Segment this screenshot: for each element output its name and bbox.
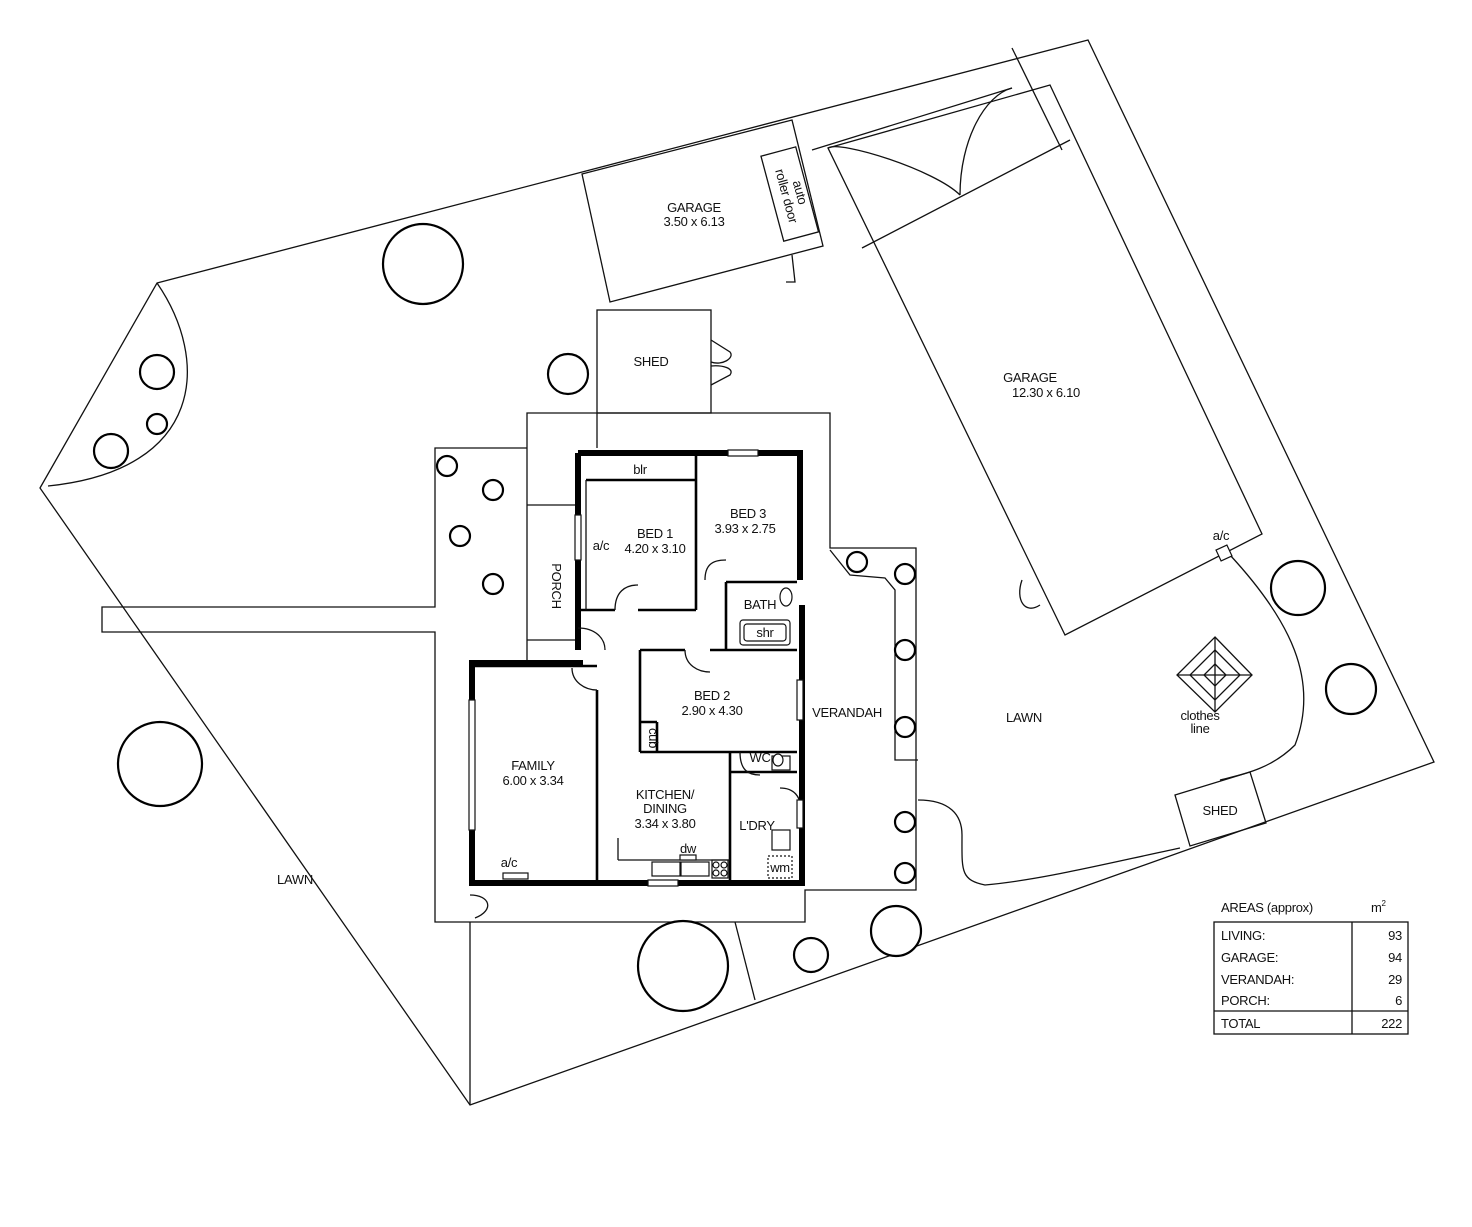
areas-row-label: GARAGE:: [1221, 950, 1278, 965]
tree-icon: [381, 222, 465, 306]
bed3-name: BED 3: [730, 506, 766, 521]
tree-icon: [893, 861, 917, 885]
clothes-line-line2: line: [1190, 721, 1209, 736]
house-wall: [578, 450, 803, 580]
shed-top: SHED: [596, 309, 732, 414]
tree-icon: [435, 454, 459, 478]
areas-row-label: VERANDAH:: [1221, 972, 1294, 987]
areas-row-value: 6: [1395, 993, 1402, 1008]
shed-right-label: SHED: [1203, 803, 1238, 818]
areas-total-label: TOTAL: [1221, 1016, 1260, 1031]
tree-icon: [1324, 662, 1378, 716]
ldry-label: L'DRY: [739, 818, 775, 833]
bed1-name: BED 1: [637, 526, 673, 541]
small-garage: GARAGE 3.50 x 6.13 auto roller door: [581, 119, 824, 303]
dw-label: dw: [680, 841, 697, 856]
garden-bed-arc: [47, 282, 188, 487]
lawn-path-curve: [917, 799, 1181, 886]
large-garage-ac: a/c: [1213, 528, 1230, 543]
areas-row-value: 94: [1388, 950, 1402, 965]
areas-title: AREAS (approx): [1221, 900, 1313, 915]
large-garage: GARAGE 12.30 x 6.10 a/c: [811, 47, 1263, 636]
lawn-right-label: LAWN: [1006, 710, 1042, 725]
property-boundary: [39, 39, 1435, 1106]
interior-walls: [580, 456, 797, 880]
bed1-ac: a/c: [593, 538, 610, 553]
kitchen-name2: DINING: [643, 801, 687, 816]
small-garage-size: 3.50 x 6.13: [663, 214, 724, 229]
tree-icon: [792, 936, 830, 974]
clothes-line: clothes line: [1176, 636, 1253, 736]
tree-icon: [636, 919, 730, 1013]
areas-total-value: 222: [1381, 1016, 1402, 1031]
tree-icon: [481, 572, 505, 596]
family-name: FAMILY: [511, 758, 555, 773]
fixtures: [502, 480, 793, 880]
tree-icon: [845, 550, 869, 574]
bed3-size: 3.93 x 2.75: [714, 521, 775, 536]
bed2-name: BED 2: [694, 688, 730, 703]
tree-icon: [893, 562, 917, 586]
tree-icon: [116, 720, 204, 808]
tree-icon: [893, 810, 917, 834]
large-garage-name: GARAGE: [1003, 370, 1057, 385]
small-garage-name: GARAGE: [667, 200, 721, 215]
tree-icon: [893, 638, 917, 662]
wc-label: WC: [749, 750, 770, 765]
tree-icon: [893, 715, 917, 739]
kitchen-size: 3.34 x 3.80: [634, 816, 695, 831]
lawn-left-label: LAWN: [277, 872, 313, 887]
tree-icon: [869, 904, 923, 958]
tree-icon: [92, 432, 130, 470]
verandah-inner-path: [829, 549, 918, 761]
areas-unit: m2: [1371, 899, 1387, 915]
areas-row-label: PORCH:: [1221, 993, 1270, 1008]
family-ac: a/c: [501, 855, 518, 870]
house-wall-family: [469, 605, 805, 886]
tree-icon: [138, 353, 176, 391]
areas-table: AREAS (approx) m2 LIVING: 93 GARAGE: 94 …: [1213, 899, 1409, 1035]
blr-label: blr: [633, 462, 648, 477]
doors: [571, 559, 801, 806]
large-garage-size: 12.30 x 6.10: [1012, 385, 1080, 400]
bed1-size: 4.20 x 3.10: [624, 541, 685, 556]
windows: [468, 449, 804, 887]
wm-label: wm: [769, 860, 790, 875]
areas-row-value: 93: [1388, 928, 1402, 943]
tree-icons: [92, 222, 1378, 1013]
tree-icon: [481, 478, 505, 502]
tree-icon: [145, 412, 169, 436]
verandah-label: VERANDAH: [812, 705, 882, 720]
areas-row-value: 29: [1388, 972, 1402, 987]
tree-icon: [448, 524, 472, 548]
shr-label: shr: [756, 625, 774, 640]
bed2-size: 2.90 x 4.30: [681, 703, 742, 718]
cub-label: cub: [646, 728, 661, 748]
family-size: 6.00 x 3.34: [502, 773, 563, 788]
shed-top-label: SHED: [634, 354, 669, 369]
porch-label: PORCH: [549, 563, 564, 608]
kitchen-name1: KITCHEN/: [636, 787, 695, 802]
auto-roller-door-line1: auto: [790, 179, 811, 206]
tree-icon: [1269, 559, 1327, 617]
house-surround: [101, 412, 917, 923]
clothes-line-line1: clothes: [1180, 708, 1220, 723]
bath-label: BATH: [744, 597, 777, 612]
shed-right: SHED: [1174, 771, 1267, 847]
areas-row-label: LIVING:: [1221, 928, 1265, 943]
tree-icon: [546, 352, 590, 396]
